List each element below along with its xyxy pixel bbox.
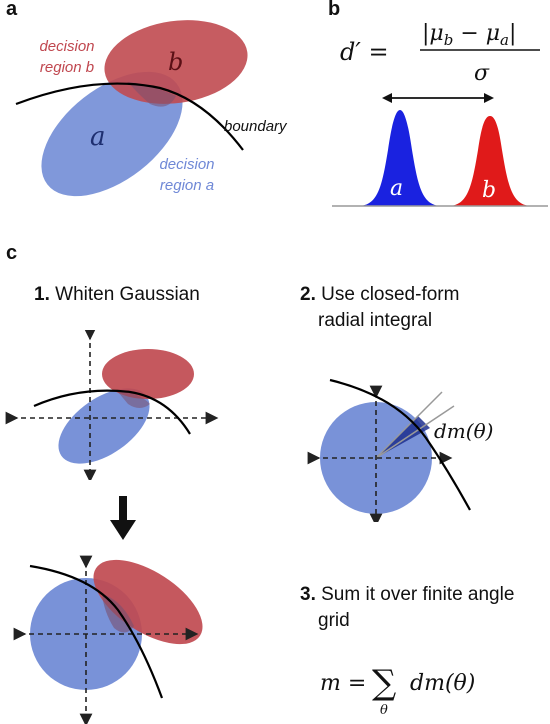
top-ellipse-b bbox=[102, 349, 194, 399]
top-boundary bbox=[33, 389, 191, 435]
step2-line2: radial integral bbox=[318, 310, 433, 331]
panel-b-diagram: d′ = |μb − μa| σ a b bbox=[332, 21, 548, 207]
decision-region-b-label: decision region b bbox=[30, 36, 104, 78]
sum-rhs: dm(θ) bbox=[410, 671, 475, 696]
ray-1 bbox=[375, 391, 443, 459]
arrow-head-left bbox=[382, 93, 392, 103]
step1-diagram-bottom bbox=[13, 555, 203, 724]
boundary-label: boundary bbox=[224, 118, 287, 135]
step2-diagram: dm(θ) bbox=[307, 378, 493, 522]
step1-number: 1. bbox=[34, 284, 50, 305]
region-b-line2: region b bbox=[39, 59, 95, 76]
step1-diagram-top bbox=[5, 330, 219, 480]
gaussian-peak-a bbox=[358, 110, 442, 206]
step3-line2: grid bbox=[318, 610, 350, 631]
arrow-head-right bbox=[484, 93, 494, 103]
peak-b-label: b bbox=[482, 178, 496, 203]
region-b-line1: decision bbox=[39, 38, 95, 55]
top-ellipse-a bbox=[58, 388, 150, 464]
decision-region-a-label: decision region a bbox=[150, 154, 224, 196]
ellipse-b bbox=[104, 20, 248, 104]
step1-text: Whiten Gaussian bbox=[49, 284, 200, 305]
step2-boundary bbox=[329, 378, 471, 511]
ellipse-a bbox=[41, 71, 183, 197]
gaussian-peak-b bbox=[448, 116, 532, 206]
transform-down-arrow bbox=[110, 496, 136, 540]
ellipse-b-label: b bbox=[168, 48, 183, 76]
panel-a-diagram: b a bbox=[15, 20, 248, 197]
region-a-line1: decision bbox=[159, 156, 215, 173]
formula-numerator: |μb − μa| bbox=[422, 21, 516, 49]
formula-denominator: σ bbox=[474, 61, 490, 86]
step2-line1: Use closed-form bbox=[315, 284, 460, 305]
step3-line1: Sum it over finite angle bbox=[315, 584, 515, 605]
sum-subscript: θ bbox=[380, 703, 388, 718]
top-overlap bbox=[118, 392, 150, 408]
dm-theta-label: dm(θ) bbox=[434, 419, 493, 443]
peak-a-label: a bbox=[390, 176, 403, 201]
sum-lhs: m = bbox=[320, 671, 366, 696]
step2-heading: 2. Use closed-form radial integral bbox=[300, 282, 459, 334]
panel-c-letter: c bbox=[6, 242, 18, 264]
step3-heading: 3. Sum it over finite angle grid bbox=[300, 582, 514, 634]
whitened-ellipse-b bbox=[93, 559, 203, 645]
ellipse-a-label: a bbox=[90, 122, 106, 152]
formula-lhs: d′ = bbox=[340, 38, 389, 66]
step1-heading: 1. Whiten Gaussian bbox=[34, 282, 200, 308]
region-a-line2: region a bbox=[159, 177, 215, 194]
boundary-curve bbox=[15, 82, 244, 151]
panel-b-letter: b bbox=[328, 0, 341, 20]
panel-a-letter: a bbox=[6, 0, 18, 20]
step3-number: 3. bbox=[300, 584, 316, 605]
overlap-region bbox=[128, 82, 176, 107]
sum-symbol: ∑ bbox=[372, 663, 396, 703]
sum-formula: m = ∑ θ dm(θ) bbox=[320, 663, 475, 718]
step2-number: 2. bbox=[300, 284, 316, 305]
bottom-boundary bbox=[29, 564, 164, 699]
ray-2 bbox=[375, 405, 455, 459]
